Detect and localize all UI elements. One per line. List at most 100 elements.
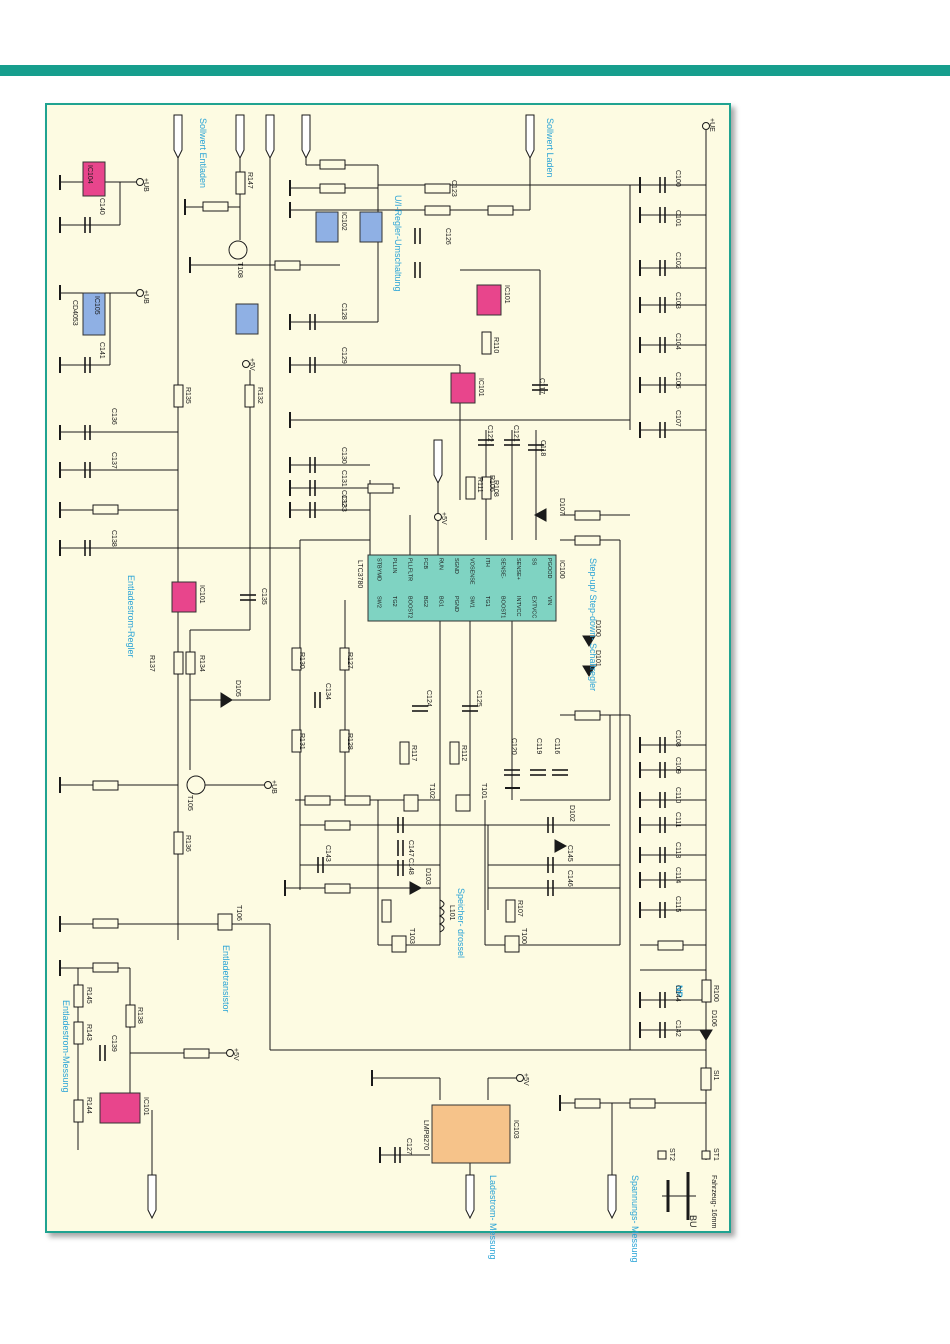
ref-r138: R138 (136, 1007, 143, 1024)
ic100-pin-fcb: FCB (422, 558, 428, 569)
ic100-pin-extvcc: EXTVCC (531, 596, 537, 618)
ic100-label: IC100 (558, 560, 565, 579)
ic100-box (367, 554, 557, 622)
supply-uub-1: +UB (142, 178, 149, 192)
ic100-pin-pllin: PLLIN (391, 558, 397, 573)
ic101c-label: IC101 (477, 378, 484, 397)
ref-r135: R135 (184, 387, 191, 404)
supply-5v-2: +5V (440, 512, 447, 525)
ref-c115: C115 (674, 896, 681, 912)
ref-c100: C100 (674, 170, 681, 187)
ic100-pin-ss: SS (531, 558, 537, 566)
ic105-part: CD4053 (71, 300, 78, 326)
ref-r131: R131 (298, 733, 305, 750)
ref-t102: T102 (428, 783, 435, 799)
ref-c127: C127 (405, 1138, 412, 1155)
ic100-pin-run: RUN (438, 558, 444, 570)
ic100-pin-pllfltr: PLLFLTR (407, 558, 413, 581)
label-entladestrom-messung: Entladestrom-Messung (61, 1000, 71, 1093)
ic102-b-box (359, 211, 383, 243)
ref-r143: R143 (85, 1024, 92, 1041)
ref-c138: C138 (110, 530, 117, 547)
ic102-c-box (235, 303, 259, 335)
ref-r108: R108 (492, 480, 499, 497)
ic100-pin-tg1: TG1 (484, 596, 490, 607)
ref-c122: C122 (486, 425, 493, 442)
label-np: NP (674, 985, 684, 998)
ref-c106: C106 (674, 372, 681, 389)
ref-c131: C131 (340, 470, 347, 487)
label-sollwert-entladen: Sollwert Entladen (198, 118, 208, 188)
ref-c130: C130 (340, 447, 347, 464)
ic101b-box (476, 284, 502, 316)
ic100-pin-sw2: SW2 (376, 596, 382, 608)
ref-c126: C126 (444, 228, 451, 245)
ref-c113: C113 (674, 842, 681, 858)
ref-c139: C139 (110, 1035, 117, 1052)
ref-t101: T101 (480, 783, 487, 799)
ref-c119: C119 (535, 738, 542, 754)
ic101c-box (450, 372, 476, 404)
ref-c145: C145 (566, 845, 573, 862)
ref-r110: R110 (492, 337, 499, 353)
ref-c103: C103 (674, 292, 681, 309)
ref-r117: R117 (410, 745, 417, 761)
ic100-pin-pgnd: PGND (453, 596, 459, 612)
ref-r132: R132 (256, 387, 263, 404)
ref-r127: R127 (346, 652, 353, 669)
ref-c114: C114 (674, 867, 681, 883)
ic102-label: IC102 (340, 212, 347, 231)
ref-c118: C118 (539, 440, 546, 456)
ref-c134: C134 (324, 683, 331, 700)
ref-c116: C116 (553, 738, 560, 754)
ref-c136: C136 (110, 408, 117, 425)
ic100-pin-sw1: SW1 (469, 596, 475, 608)
ref-c121: C121 (512, 425, 519, 442)
ic100-pin-bg2: BG2 (422, 596, 428, 607)
ic104-box (82, 161, 106, 197)
ref-r147: R147 (246, 172, 253, 189)
ic101a-box (99, 1092, 141, 1124)
ref-c129: C129 (340, 347, 347, 364)
ic100-pin-intvcc: INTVCC (515, 596, 521, 617)
ref-c143: C143 (324, 845, 331, 862)
ref-r111: R111 (476, 477, 483, 493)
supply-5v-3: +5V (232, 1048, 239, 1061)
ref-d101: D101 (594, 650, 601, 667)
ref-c124: C124 (425, 690, 432, 707)
ref-r106: R106 (488, 475, 495, 492)
ic100-pin-boost2: BOOST2 (407, 596, 413, 618)
label-ui-regler: U/I-Regler-Umschaltung (393, 195, 403, 292)
ref-r137: R137 (148, 655, 155, 672)
ic105-label: IC105 (93, 296, 100, 315)
ic102-a-box (315, 211, 339, 243)
ic103-label: IC103 (512, 1120, 519, 1139)
ref-r107: R107 (516, 900, 523, 917)
ref-d103: D103 (424, 868, 431, 885)
label-step-up-down: Step-up/ Step-down- Schaltregler (588, 558, 598, 691)
ic100-pin-vosense: VOSENSE (469, 558, 475, 585)
ref-st1: ST1 (712, 1148, 719, 1161)
supply-5v-1: +5V (248, 358, 255, 371)
ref-c120: C120 (510, 738, 517, 755)
ref-d107: D107 (558, 498, 565, 515)
label-entladestrom-regler: Entladestrom-Regler (126, 575, 136, 658)
ref-d106: D106 (710, 1010, 717, 1027)
ref-d100: D100 (594, 620, 601, 637)
ref-c125: C125 (475, 690, 482, 707)
ref-c142: C142 (674, 1020, 681, 1037)
battery-note: Fahrzeug- 16mm (710, 1175, 717, 1228)
ref-r128: R128 (346, 733, 353, 750)
ref-r100: R100 (712, 985, 719, 1002)
ref-c123: C123 (450, 180, 457, 197)
label-spannungs-messung: Spannungs- Messung (630, 1175, 640, 1263)
ref-r144: R144 (85, 1097, 92, 1114)
ic100-part: LTC3780 (356, 560, 363, 588)
schematic-panel (45, 103, 731, 1233)
ic100-pin-sgnd: SGND (453, 558, 459, 574)
ref-c137: C137 (110, 452, 117, 469)
ic101d-box (171, 581, 197, 613)
ic100-pin-tg2: TG2 (391, 596, 397, 607)
ic100-pin-stbymd: STBYMD (376, 558, 382, 581)
